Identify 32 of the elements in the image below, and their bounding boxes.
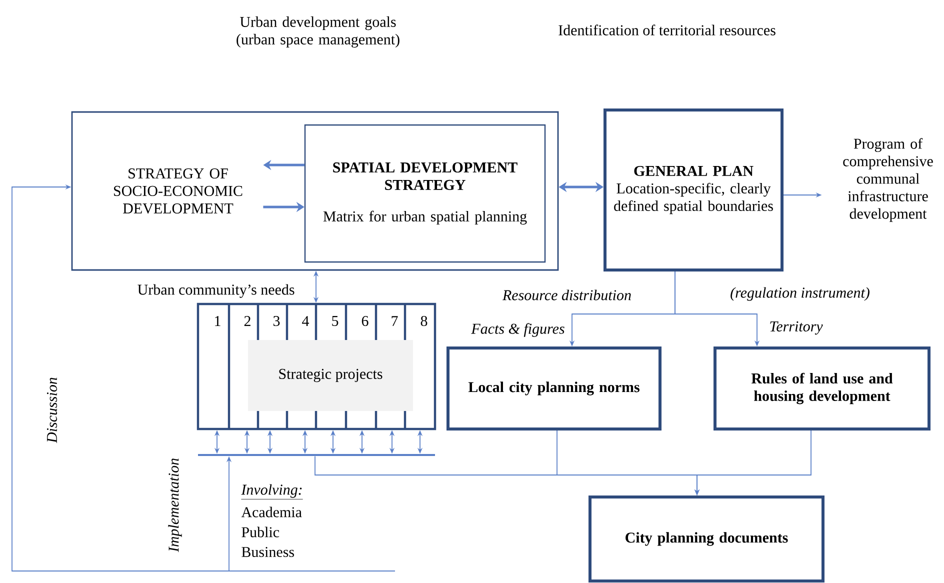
arrow bbox=[12, 184, 396, 572]
edge-label: Facts & figures bbox=[471, 323, 564, 337]
edge-label: Urban community’s needs bbox=[138, 284, 294, 298]
node-text: Program of comprehensive communal infrastructure development bbox=[843, 138, 933, 222]
heading-text: Identification of territorial resources bbox=[558, 24, 776, 36]
column-number: 2 bbox=[244, 316, 250, 326]
process-box: Rules of land use and housing development bbox=[714, 346, 931, 430]
column-number: 4 bbox=[302, 316, 310, 326]
process-box: SPATIAL DEVELOPMENT STRATEGY Matrix for urban spatial planning bbox=[304, 124, 546, 263]
matrix-frame bbox=[196, 302, 436, 430]
column-number: 7 bbox=[392, 316, 398, 326]
process-box: Local city planning norms bbox=[446, 346, 662, 430]
list-item: Public bbox=[242, 526, 280, 538]
project-band: Strategic projects bbox=[248, 340, 413, 411]
node-text: STRATEGY OF SOCIO-ECONOMIC DEVELOPMENT bbox=[114, 168, 242, 214]
list-heading: Involving: bbox=[241, 484, 304, 500]
edge-label: Discussion bbox=[46, 378, 58, 444]
annotation-text: (regulation instrument) bbox=[730, 287, 870, 301]
edge-label: Implementation bbox=[168, 458, 182, 552]
heading-text: Urban development goals (urban space management) bbox=[236, 16, 400, 48]
process-box: City planning documents bbox=[588, 496, 825, 582]
edge-label: Territory bbox=[770, 321, 823, 335]
column-number: 5 bbox=[332, 316, 338, 326]
list-item: Business bbox=[242, 546, 294, 558]
process-box: GENERAL PLAN Location-specific, clearly defined spatial boundaries bbox=[604, 108, 784, 272]
annotation-text: Resource distribution bbox=[502, 290, 631, 300]
strategy-box bbox=[71, 111, 559, 271]
column-number: 8 bbox=[420, 316, 428, 326]
column-number: 1 bbox=[215, 316, 220, 326]
column-number: 3 bbox=[273, 316, 280, 326]
list-item: Academia bbox=[241, 506, 302, 518]
column-number: 6 bbox=[362, 316, 368, 326]
